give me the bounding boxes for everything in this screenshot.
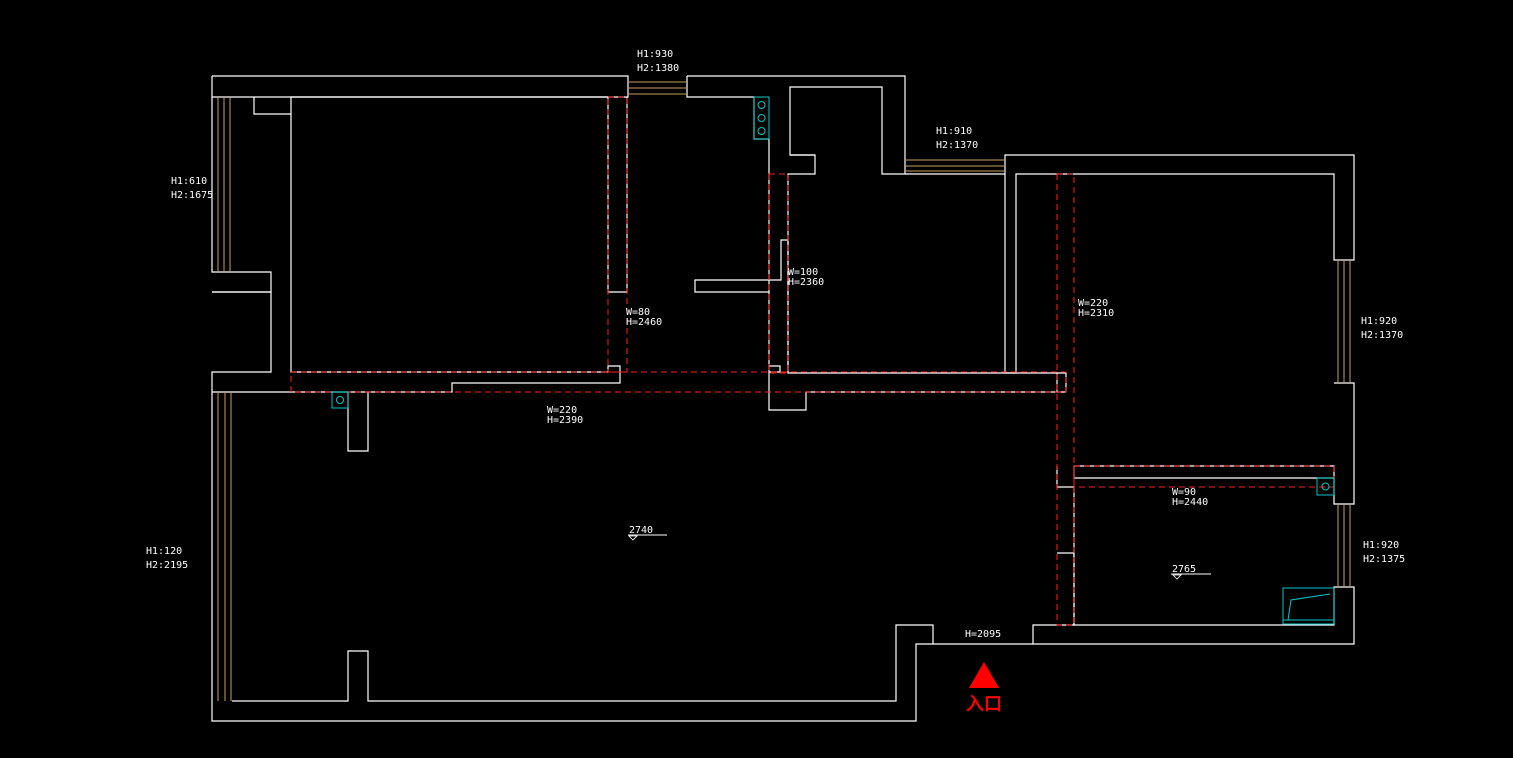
win-left-lower-h1: H1:120 [146, 546, 182, 557]
pipe-cluster-icon [753, 96, 770, 140]
outer-wall-top-mid [687, 75, 906, 175]
right-room-top [905, 154, 1355, 374]
beam-220-b-h: H=2390 [547, 415, 583, 426]
ceiling-living-label: 2740 [629, 525, 653, 536]
windows [217, 81, 1351, 701]
beam-100-w: W=100 [788, 267, 818, 278]
door-height-label: H=2095 [965, 629, 1001, 640]
pillar-left [347, 392, 369, 452]
window-right-upper [1337, 260, 1351, 383]
ceiling-markers: 2740 2765 [628, 525, 1211, 580]
entrance-arrow-icon [969, 662, 999, 688]
win-top-h2: H2:1380 [637, 63, 679, 74]
entrance-marker: 入口 [966, 662, 1002, 715]
room-a-bottom [212, 114, 621, 393]
walls [211, 75, 1355, 722]
beam-80-w: W=80 [626, 307, 650, 318]
beam-90-w: W=90 [1172, 487, 1196, 498]
beam-80-outline [607, 96, 628, 373]
ceiling-room-label: 2765 [1172, 564, 1196, 575]
window-labels: H1:930 H2:1380 H1:910 H2:1370 H1:610 H2:… [146, 49, 1405, 571]
partition-middle [694, 139, 1058, 411]
wall-left-notch [211, 291, 272, 392]
pipe-right-icon [1316, 477, 1335, 496]
outer-wall-left-upper [211, 97, 272, 293]
beam-100-h: H=2360 [788, 277, 824, 288]
window-right-lower [1337, 504, 1351, 587]
beam-80-h: H=2460 [626, 317, 662, 328]
win-right-upper-h1: H1:920 [1361, 316, 1397, 327]
beam-220-a-outline [1056, 173, 1075, 626]
beam-100-outline [768, 173, 789, 374]
beams [290, 96, 1335, 626]
right-room-walls [1057, 372, 1067, 393]
beam-labels: W=80 H=2460 W=100 H=2360 W=220 H=2310 W=… [547, 267, 1208, 508]
win-left-upper-h2: H2:1675 [171, 190, 213, 201]
beam-90-outline [1073, 465, 1335, 488]
beam-220-a-w: W=220 [1078, 298, 1108, 309]
win-right-lower-h2: H2:1375 [1363, 554, 1405, 565]
beam-220-b-w: W=220 [547, 405, 577, 416]
pipe-left-icon [331, 391, 349, 409]
outer-wall-left-lower [211, 392, 934, 722]
right-room-side [1073, 382, 1355, 505]
win-left-upper-h1: H1:610 [171, 176, 207, 187]
ceiling-living-marker: 2740 [628, 525, 667, 541]
win-left-lower-h2: H2:2195 [146, 560, 188, 571]
window-left-upper [217, 97, 231, 272]
fixtures [331, 96, 1335, 625]
room-a-wall [253, 96, 628, 293]
outer-wall-top-mid-b [686, 76, 769, 140]
partition-kitchen [787, 154, 816, 373]
win-right-lower-h1: H1:920 [1363, 540, 1399, 551]
window-left-lower [217, 392, 232, 701]
win-top-h1: H1:930 [637, 49, 673, 60]
beam-220-b-outline [290, 371, 1067, 393]
ceiling-room-marker: 2765 [1171, 564, 1211, 580]
bathroom-walls [1056, 466, 1283, 626]
win-top-right-h2: H2:1370 [936, 140, 978, 151]
win-top-right-h1: H1:910 [936, 126, 972, 137]
win-right-upper-h2: H2:1370 [1361, 330, 1403, 341]
outer-wall-top [211, 75, 629, 98]
water-heater-icon [1282, 587, 1335, 625]
beam-220-a-h: H=2310 [1078, 308, 1114, 319]
beam-90-h: H=2440 [1172, 497, 1208, 508]
entrance-label: 入口 [966, 694, 1002, 715]
window-top [628, 81, 687, 95]
window-top-right [905, 159, 1005, 172]
